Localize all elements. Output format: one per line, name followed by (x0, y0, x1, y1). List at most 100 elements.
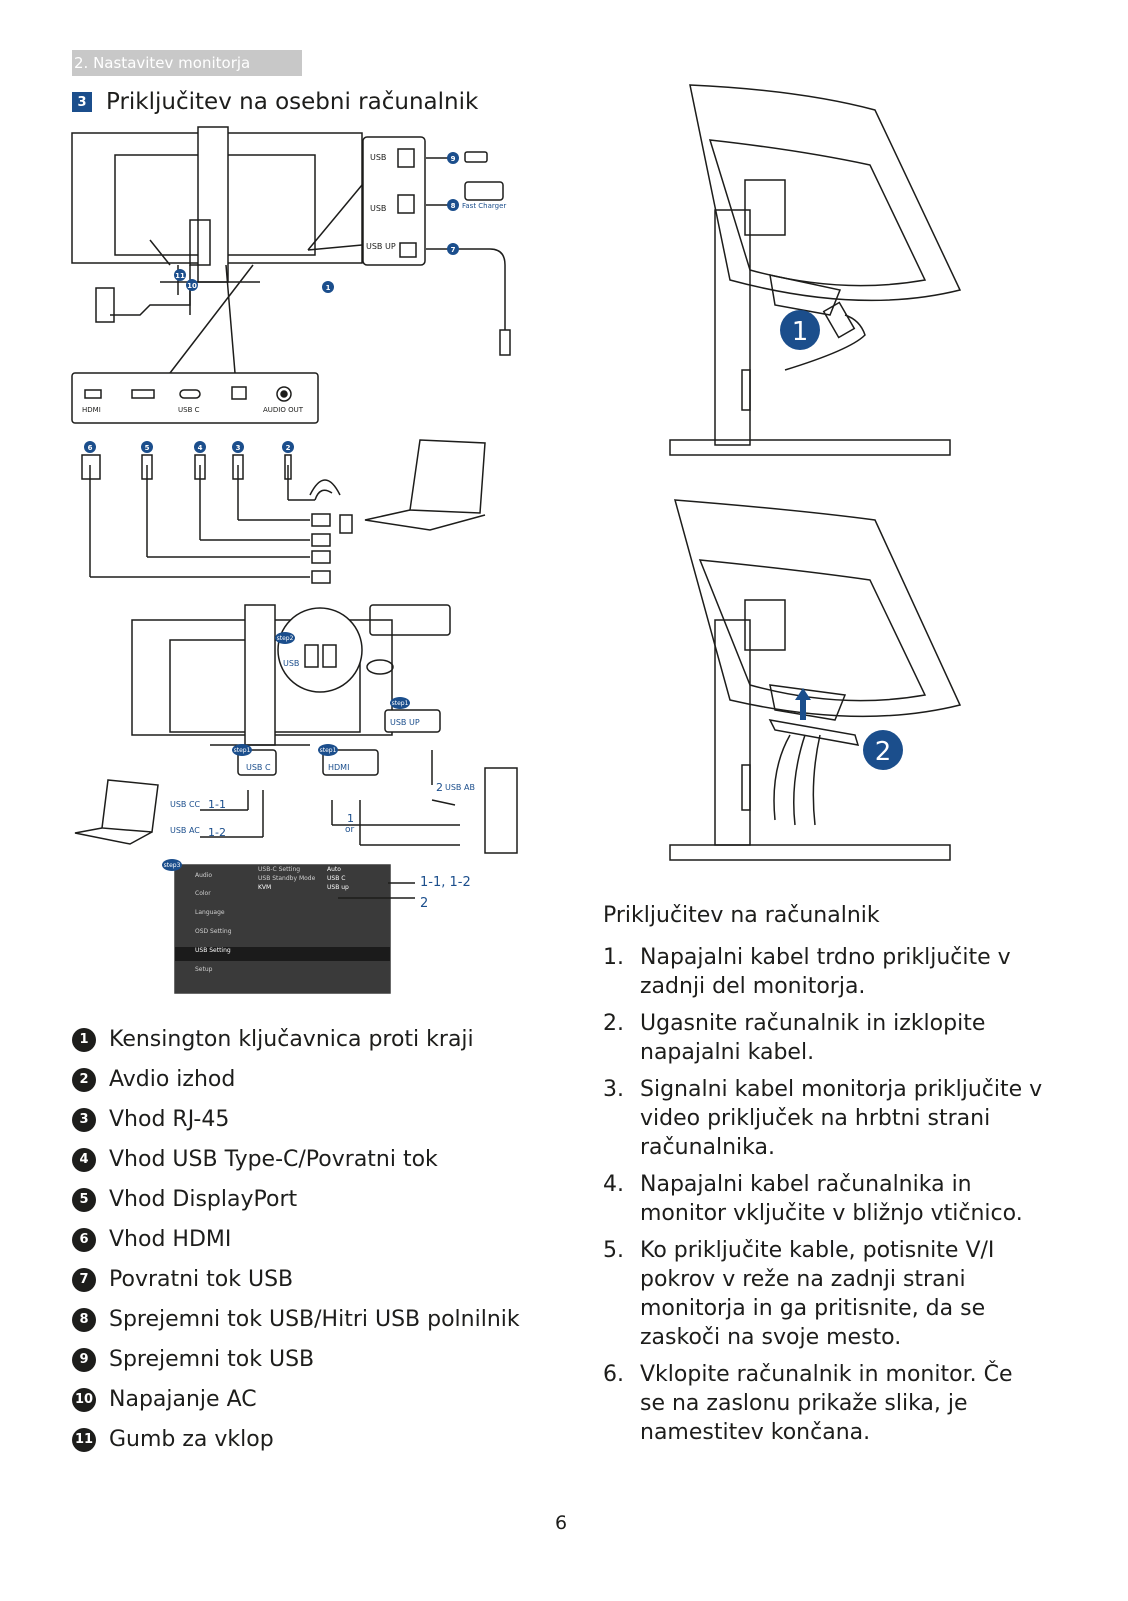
label-usbc: USB C (178, 406, 200, 414)
kvm-diagram: step2 step1 step1 step1 step3 USB USB UP… (74, 604, 518, 994)
callout-2: 2 (286, 444, 291, 452)
kvm-usb-ab-label: USB AB (445, 783, 475, 792)
legend-text: Napajanje AC (109, 1387, 257, 1412)
step-item: 3. Signalni kabel monitorja priključite v… (603, 1075, 1043, 1162)
step-number: 5. (603, 1238, 624, 1263)
legend-text: Gumb za vklop (109, 1427, 274, 1452)
osd-menu-usb-setting: USB Setting (195, 947, 231, 954)
legend-item: 6 Vhod HDMI (72, 1225, 532, 1255)
steps-list: 1.Napajalni kabel trdno priključite v za… (603, 943, 1043, 1455)
legend-text: Avdio izhod (109, 1067, 236, 1092)
monitor-illustrations: 1 2 (669, 84, 962, 861)
step-number: 6. (603, 1362, 624, 1387)
step-item: 2. Ugasnite računalnik in izklopite napaj… (603, 1009, 1043, 1067)
step-text: Vklopite računalnik in monitor. Če se na… (640, 1362, 1013, 1445)
legend-badge: 3 (72, 1108, 96, 1132)
connection-diagram: 9 8 7 1 10 11 6 5 4 3 2 USB USB USB UP F… (71, 126, 511, 584)
legend-text: Vhod RJ-45 (109, 1107, 230, 1132)
page-number: 6 (555, 1512, 568, 1534)
legend-badge: 5 (72, 1188, 96, 1212)
legend-badge: 7 (72, 1268, 96, 1292)
step-text: Signalni kabel monitorja priključite v v… (640, 1077, 1043, 1160)
osd-usb-standby: USB Standby Mode (258, 875, 316, 882)
heading-title: Priključitev na osebni računalnik (106, 89, 479, 115)
figure-step-2: 2 (875, 737, 892, 767)
kvm-one: 1 (347, 812, 354, 825)
step-number: 3. (603, 1077, 624, 1102)
callout-11: 11 (175, 272, 185, 280)
step-number: 4. (603, 1172, 624, 1197)
section-tab: 2. Nastavitev monitorja (72, 50, 302, 76)
osd-callout-1: 1-1, 1-2 (420, 875, 471, 890)
kvm-step2: step2 (277, 635, 294, 642)
callout-9: 9 (451, 155, 456, 163)
section-heading: 3 Priključitev na osebni računalnik (72, 86, 478, 118)
kvm-usb-cc-num: 1-1 (208, 798, 226, 811)
label-fast-charger: Fast Charger (462, 202, 506, 210)
label-hdmi: HDMI (82, 406, 101, 414)
step-item: 6. Vklopite računalnik in monitor. Če se … (603, 1360, 1043, 1447)
step-item: 4. Napajalni kabel računalnika in monitor… (603, 1170, 1043, 1228)
osd-usbc-setting: USB-C Setting (258, 866, 300, 873)
osd-menu-language: Language (195, 909, 225, 916)
kvm-usb-ab-num: 2 (436, 781, 443, 794)
kvm-usb-ac-num: 1-2 (208, 826, 226, 839)
legend-text: Vhod DisplayPort (109, 1187, 298, 1212)
legend-text: Vhod USB Type-C/Povratni tok (109, 1147, 438, 1172)
label-usb-fast: USB (370, 204, 386, 213)
step-item: 1.Napajalni kabel trdno priključite v za… (603, 943, 1043, 1001)
osd-menu-osd-setting: OSD Setting (195, 928, 232, 935)
label-usb-down: USB (370, 153, 386, 162)
kvm-step1-usbc: step1 (234, 747, 251, 754)
callout-3: 3 (236, 444, 241, 452)
legend-badge: 6 (72, 1228, 96, 1252)
osd-kvm: KVM (258, 884, 271, 891)
step-text: Ugasnite računalnik in izklopite napajal… (640, 1011, 986, 1065)
callout-6: 6 (88, 444, 93, 452)
callout-4: 4 (198, 444, 203, 452)
callout-1: 1 (326, 284, 331, 292)
kvm-usb-cc-label: USB CC (170, 800, 201, 809)
step-number: 2. (603, 1011, 624, 1036)
osd-usb-up: USB up (327, 884, 349, 891)
legend-item: 2 Avdio izhod (72, 1065, 532, 1095)
heading-number: 3 (72, 92, 92, 112)
legend-badge: 4 (72, 1148, 96, 1172)
step-text: Napajalni kabel računalnika in monitor v… (640, 1172, 1023, 1226)
steps-title: Priključitev na računalnik (603, 903, 880, 928)
callout-10: 10 (187, 282, 197, 290)
step-text: Ko priključite kable, potisnite V/I pokr… (640, 1238, 995, 1350)
legend-badge: 11 (72, 1428, 96, 1452)
kvm-step1-hdmi: step1 (320, 747, 337, 754)
legend-item: 10 Napajanje AC (72, 1385, 532, 1415)
osd-menu-color: Color (195, 890, 211, 897)
label-usb-up: USB UP (366, 242, 396, 251)
legend-text: Vhod HDMI (109, 1227, 232, 1252)
callout-5: 5 (145, 444, 150, 452)
osd-menu-setup: Setup (195, 966, 213, 973)
osd-callout-2: 2 (420, 896, 428, 911)
step-text: Napajalni kabel trdno priključite v zadn… (640, 945, 1011, 999)
legend-badge: 1 (72, 1028, 96, 1052)
callout-7: 7 (451, 246, 456, 254)
kvm-or: or (345, 825, 355, 835)
kvm-step3: step3 (164, 862, 181, 869)
legend-item: 3 Vhod RJ-45 (72, 1105, 532, 1135)
legend-text: Povratni tok USB (109, 1267, 294, 1292)
kvm-usb-up-label: USB UP (390, 718, 420, 727)
legend-badge: 10 (72, 1388, 96, 1412)
kvm-usb-ac-label: USB AC (170, 826, 200, 835)
osd-auto: Auto (327, 866, 341, 873)
legend-badge: 9 (72, 1348, 96, 1372)
figure-step-1: 1 (792, 317, 809, 347)
legend-badge: 2 (72, 1068, 96, 1092)
legend-item: 7 Povratni tok USB (72, 1265, 532, 1295)
kvm-usb-c-label: USB C (246, 763, 271, 772)
kvm-step1-usbup: step1 (392, 700, 409, 707)
kvm-hdmi-label: HDMI (328, 763, 349, 772)
osd-menu-audio: Audio (195, 872, 212, 879)
